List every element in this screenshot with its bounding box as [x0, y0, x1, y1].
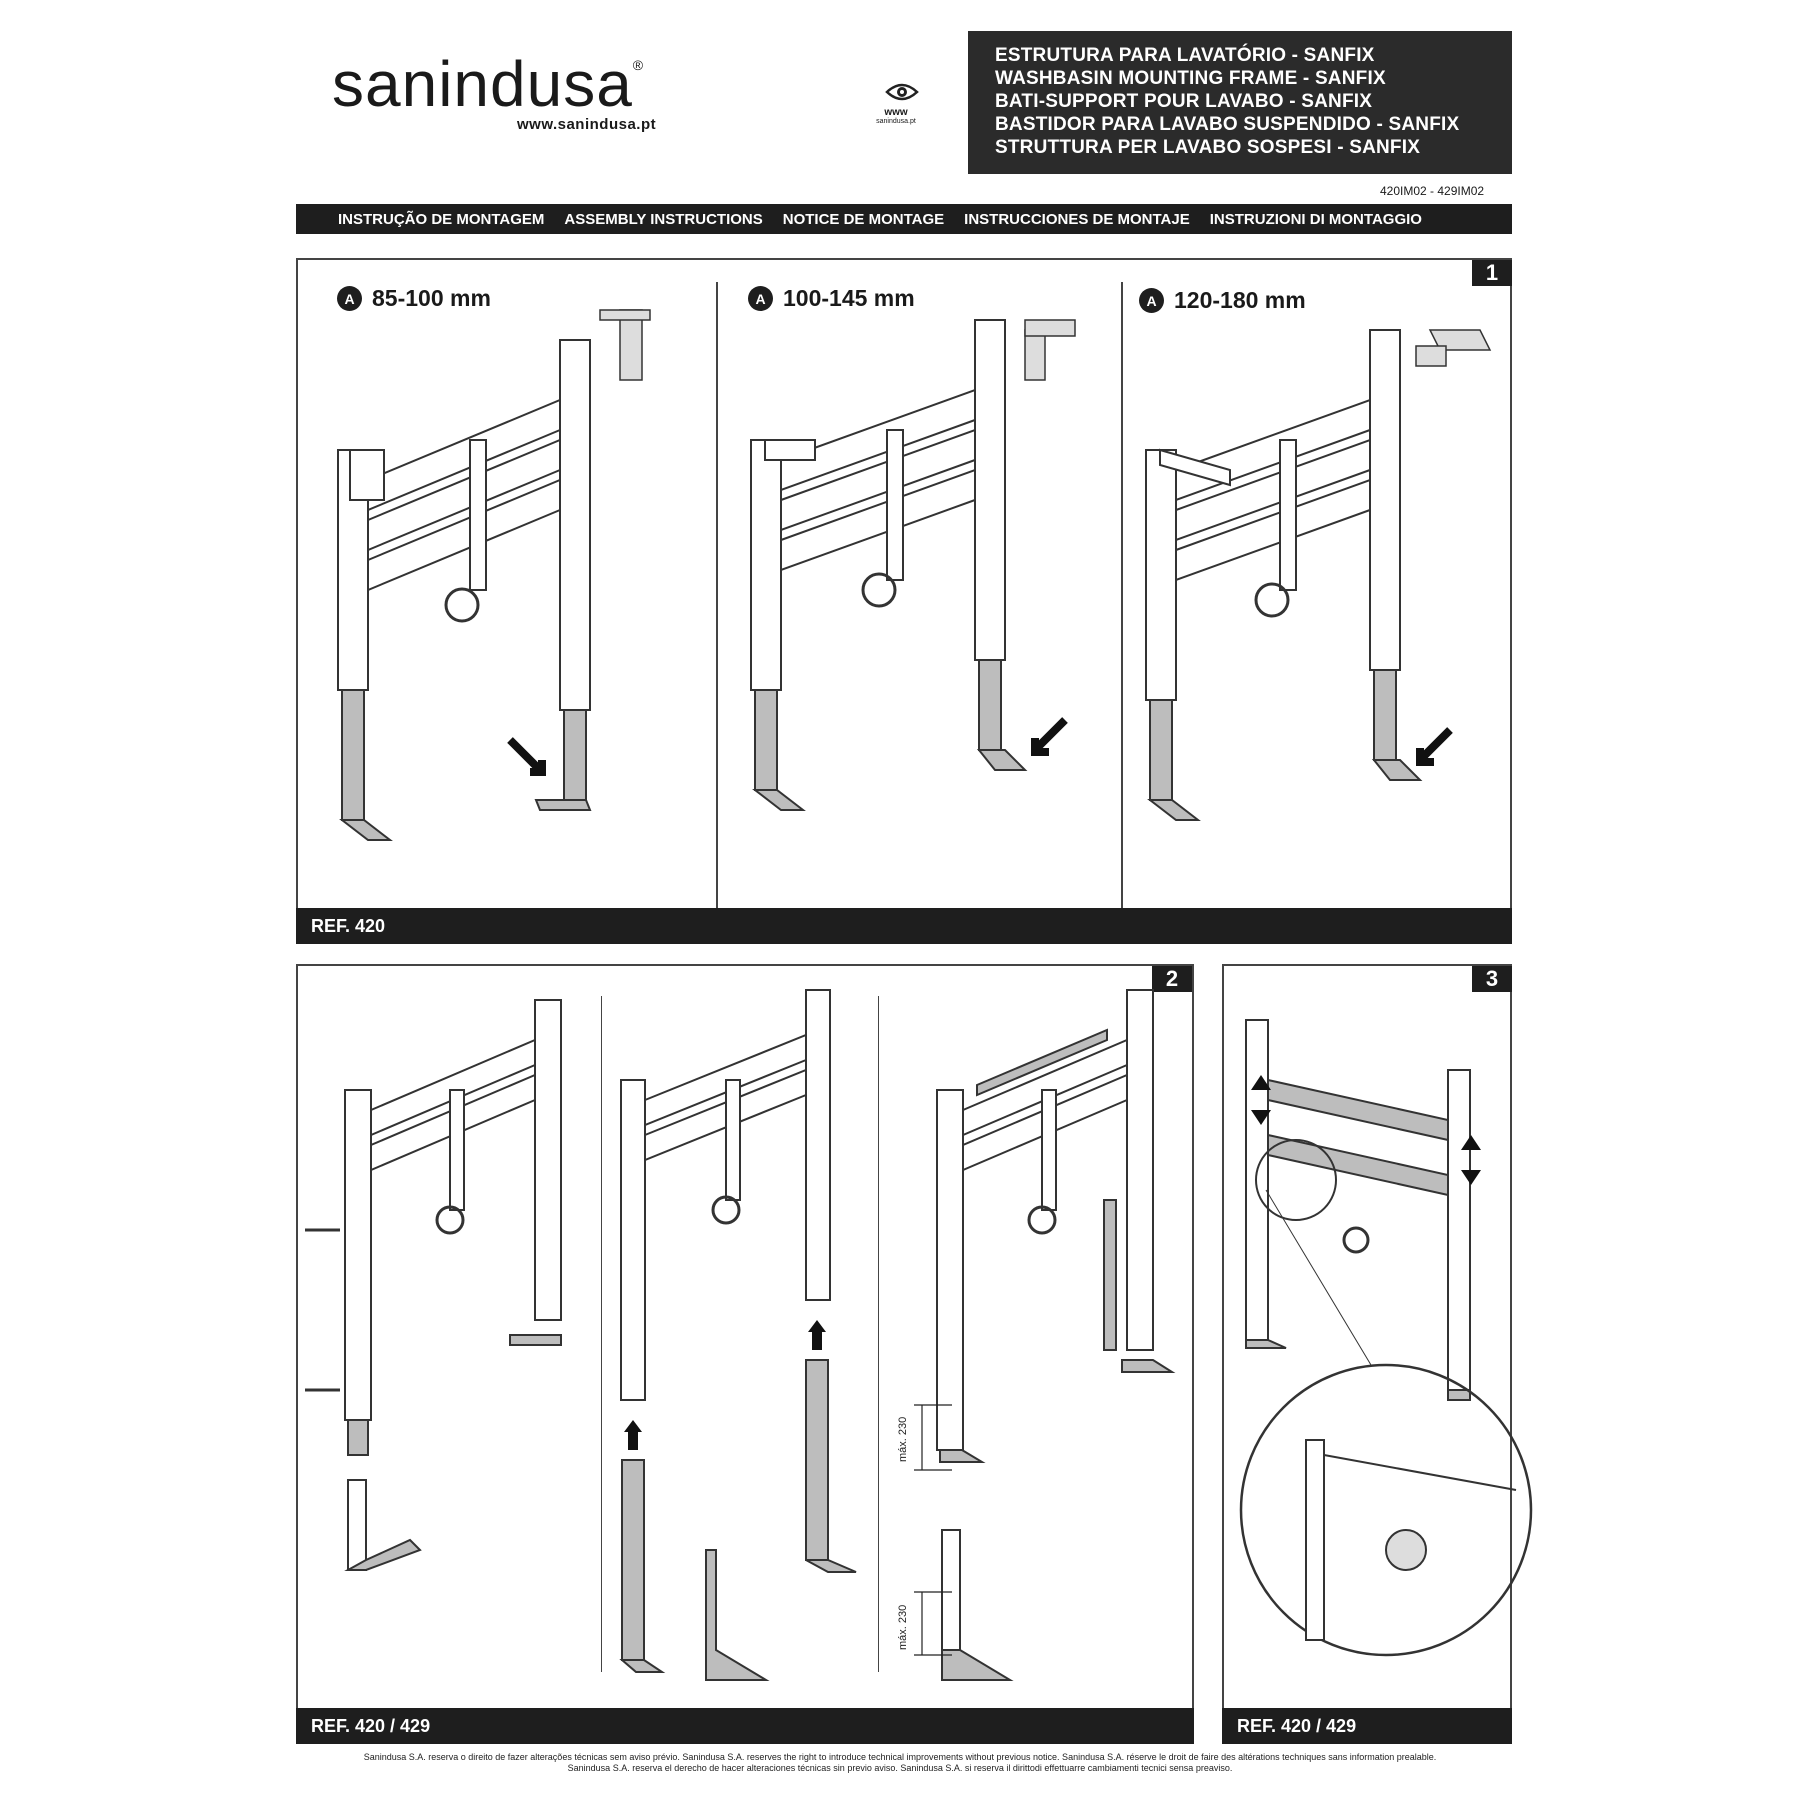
footer-line-2: Sanindusa S.A. reserva el derecho de hac…	[567, 1763, 1233, 1773]
website-link[interactable]: www.sanindusa.pt	[517, 116, 657, 133]
step3-number: 3	[1472, 966, 1512, 992]
frame-drawing-b	[750, 319, 1076, 811]
step1-divider-1	[716, 282, 718, 908]
footer-disclaimer: Sanindusa S.A. reserva o direito de faze…	[0, 1752, 1800, 1774]
step2-number: 2	[1152, 966, 1192, 992]
max-height-label-2: máx. 230	[897, 1605, 909, 1650]
badge-a-icon: A	[748, 286, 773, 311]
step2-divider-1	[601, 996, 602, 1672]
step1-panel	[296, 258, 1512, 944]
instructions-pt: INSTRUÇÃO DE MONTAGEM	[338, 210, 545, 228]
title-it: STRUTTURA PER LAVABO SOSPESI - SANFIX	[995, 137, 1421, 158]
step2-divider-2	[878, 996, 879, 1672]
step1-divider-2	[1121, 282, 1123, 908]
step1-number: 1	[1472, 260, 1512, 286]
instructions-bar: INSTRUÇÃO DE MONTAGEM ASSEMBLY INSTRUCTI…	[296, 204, 1512, 234]
frame-drawing-c	[1145, 329, 1492, 821]
web-icon-label: www	[884, 106, 908, 118]
frame-height-drawing: máx. 230 máx. 230	[897, 989, 1176, 1681]
frame-adjust-drawing-a	[305, 999, 562, 1571]
title-en: WASHBASIN MOUNTING FRAME - SANFIX	[995, 68, 1386, 89]
instructions-fr: NOTICE DE MONTAGE	[782, 210, 945, 228]
instructions-en: ASSEMBLY INSTRUCTIONS	[564, 210, 763, 228]
step3-ref-bar: REF. 420 / 429	[1222, 1708, 1512, 1744]
frame-extension-drawing	[619, 989, 857, 1681]
document-code: 420IM02 - 429IM02	[1380, 184, 1485, 198]
frame-installed-drawing	[1239, 1019, 1533, 1657]
footer-line-1: Sanindusa S.A. reserva o direito de faze…	[363, 1752, 1437, 1762]
title-es: BASTIDOR PARA LAVABO SUSPENDIDO - SANFIX	[995, 114, 1460, 135]
web-icon-site: sanindusa.pt	[876, 117, 916, 125]
badge-a-icon: A	[337, 286, 362, 311]
step1-ref-bar: REF. 420	[296, 908, 1512, 944]
title-fr: BATI-SUPPORT POUR LAVABO - SANFIX	[995, 91, 1373, 112]
step2-ref-bar: REF. 420 / 429	[296, 1708, 1194, 1744]
instructions-es: INSTRUCCIONES DE MONTAJE	[964, 210, 1190, 228]
max-height-label-1: máx. 230	[897, 1417, 909, 1462]
product-title-box: ESTRUTURA PARA LAVATÓRIO - SANFIX WASHBA…	[968, 31, 1512, 174]
badge-a-icon: A	[1139, 288, 1164, 313]
instructions-it: INSTRUZIONI DI MONTAGGIO	[1209, 210, 1422, 228]
frame-drawing-a	[337, 309, 651, 841]
brand-logo: sanindusa®	[332, 48, 645, 120]
web-eye-icon: www sanindusa.pt	[873, 82, 919, 126]
title-pt: ESTRUTURA PARA LAVATÓRIO - SANFIX	[995, 45, 1375, 66]
